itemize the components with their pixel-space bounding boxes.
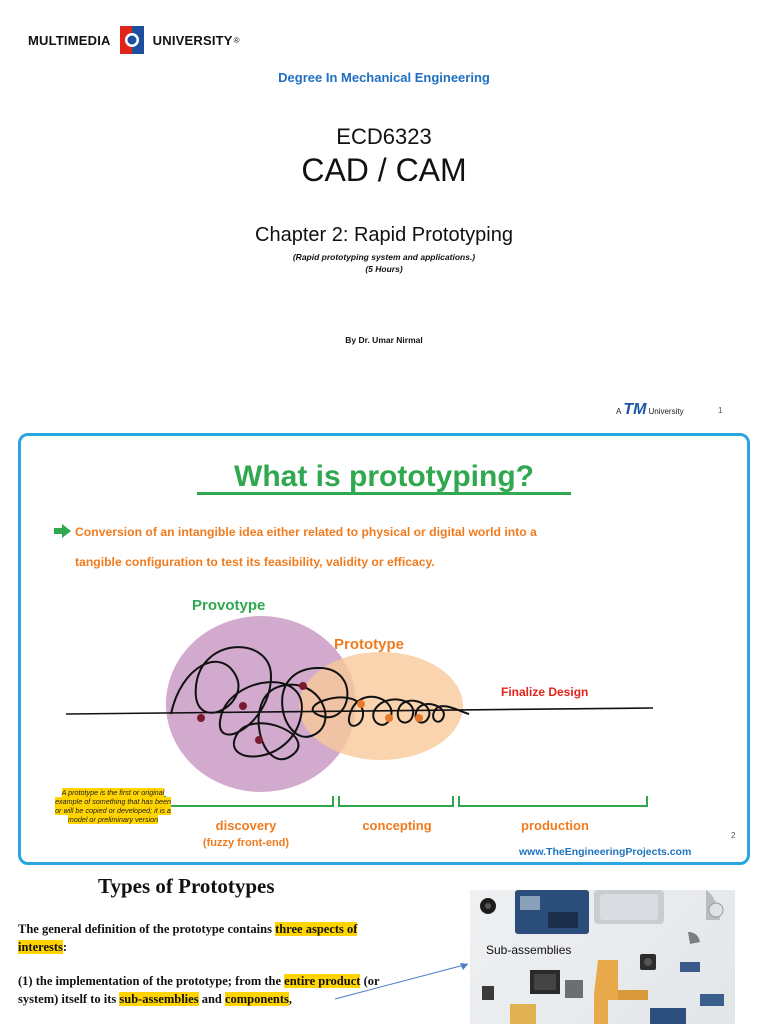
prototype-label: Prototype xyxy=(334,636,404,653)
implementation-paragraph: (1) the implementation of the prototype;… xyxy=(18,974,380,1006)
university-logo: MULTIMEDIA UNIVERSITY ® xyxy=(28,18,240,62)
finalize-design-label: Finalize Design xyxy=(501,685,588,699)
title-underline xyxy=(197,492,571,495)
bullet-line-1: Conversion of an intangible idea either … xyxy=(75,525,537,539)
tm-suffix: University xyxy=(648,407,684,416)
phone-parts-photo xyxy=(470,890,735,1024)
dot-marker xyxy=(255,736,263,744)
stage-discovery: discovery xyxy=(216,818,277,833)
definition-paragraph: The general definition of the prototype … xyxy=(18,922,358,954)
source-website: www.TheEngineeringProjects.com xyxy=(519,846,692,858)
chapter-subtitle: (Rapid prototyping system and applicatio… xyxy=(292,252,476,262)
course-name: CAD / CAM xyxy=(301,152,467,188)
chapter-title: Chapter 2: Rapid Prototyping xyxy=(255,224,513,246)
provotype-label: Provotype xyxy=(192,597,265,614)
process-line xyxy=(65,707,654,715)
dot-marker xyxy=(415,714,423,722)
author-line: By Dr. Umar Nirmal xyxy=(345,335,423,345)
page-number-1: 1 xyxy=(718,406,723,415)
dot-marker xyxy=(385,714,393,722)
degree-title: Degree In Mechanical Engineering xyxy=(278,70,490,85)
stage-discovery-sub: (fuzzy front-end) xyxy=(203,837,289,849)
stage-concepting: concepting xyxy=(362,818,431,833)
dot-marker xyxy=(197,714,205,722)
slide2-title: What is prototyping? xyxy=(234,460,534,493)
logo-text-left: MULTIMEDIA xyxy=(28,32,111,48)
dot-marker xyxy=(239,702,247,710)
sub-assemblies-label: Sub-assemblies xyxy=(486,943,572,957)
tm-mark: TM xyxy=(623,401,647,418)
stage-brackets xyxy=(164,796,648,807)
logo-text-right: UNIVERSITY xyxy=(152,32,233,48)
connector-arrow xyxy=(334,963,469,1000)
prototype-definition-note: A prototype is the first or original exa… xyxy=(55,788,171,824)
highlight-sub-assemblies: sub-assemblies xyxy=(119,992,199,1006)
dot-marker xyxy=(357,700,365,708)
prototype-circle xyxy=(299,652,463,760)
bullet-arrow-icon xyxy=(54,524,71,538)
page-number-2: 2 xyxy=(731,831,736,840)
tm-university-logo: A TM University xyxy=(616,401,684,419)
slide-what-is-prototyping: What is prototyping? Conversion of an in… xyxy=(18,433,750,865)
chapter-hours: (5 Hours) xyxy=(365,264,403,274)
phone-components-image xyxy=(480,890,724,1024)
course-code: ECD6323 xyxy=(336,124,432,149)
types-of-prototypes-title: Types of Prototypes xyxy=(98,874,275,898)
prototyping-diagram: What is prototyping? Conversion of an in… xyxy=(54,460,654,849)
highlight-components: components xyxy=(224,992,289,1006)
bullet-line-2: tangible configuration to test its feasi… xyxy=(75,555,435,569)
registered-mark: ® xyxy=(233,35,240,45)
highlight-entire-product: entire product xyxy=(284,974,361,988)
logo-emblem-icon xyxy=(119,26,144,54)
dot-marker xyxy=(299,682,307,690)
scribble-path xyxy=(170,646,470,760)
tm-prefix: A xyxy=(616,407,622,416)
stage-production: production xyxy=(521,818,589,833)
